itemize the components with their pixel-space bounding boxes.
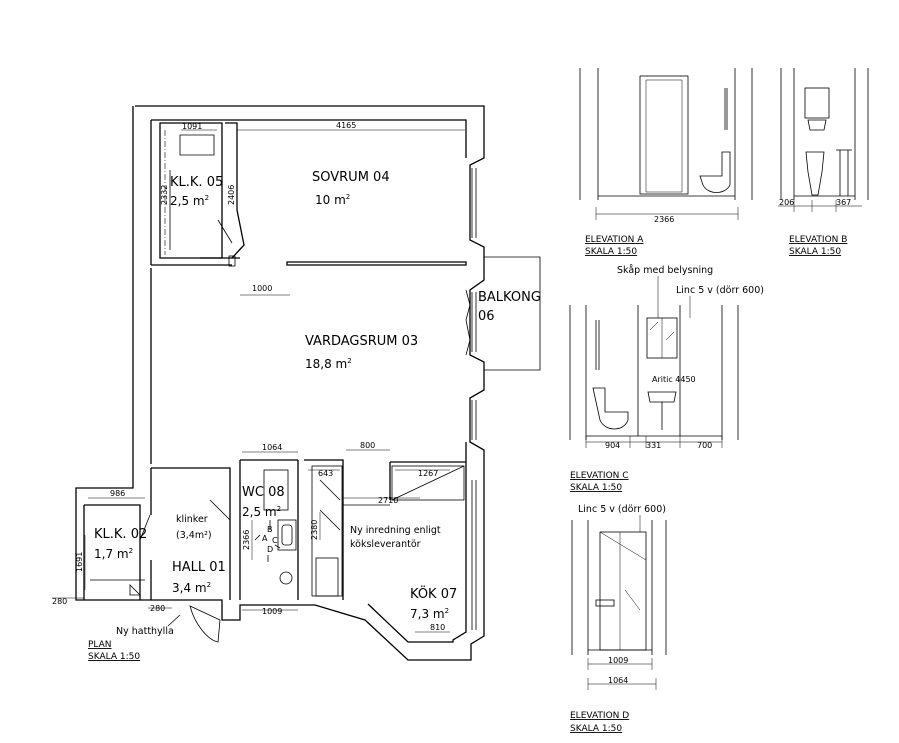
plan-caption-title: PLAN <box>88 640 112 650</box>
dim-1691: 1691 <box>75 552 84 572</box>
hall-door <box>139 499 231 541</box>
kk05-label: KL.K. 05 <box>170 175 223 190</box>
wc-marker-c: C <box>272 536 278 545</box>
dim-1009: 1009 <box>262 607 282 616</box>
dim-1091: 1091 <box>182 122 202 131</box>
elev-c-note-2: Linc 5 v (dörr 600) <box>676 285 764 296</box>
elev-c-dim-3: 700 <box>697 441 712 450</box>
elev-b-dim-right: 367 <box>836 198 851 207</box>
elev-d-note: Linc 5 v (dörr 600) <box>578 504 666 515</box>
kk02-label: KL.K. 02 <box>94 527 147 542</box>
kitchen-fridge <box>315 557 339 597</box>
dim-2332: 2332 <box>160 185 169 205</box>
dim-4165: 4165 <box>336 121 356 130</box>
kitchen-cabinets-top <box>391 465 465 501</box>
svg-text:Aritic 4450: Aritic 4450 <box>652 375 696 384</box>
elevation-c: Skåp med belysning Linc 5 v (dörr 600) A… <box>569 265 764 493</box>
wardrobe-02-detail <box>90 579 145 596</box>
elevation-a: 2366 ELEVATION A SKALA 1:50 <box>579 68 753 257</box>
wc-marker-a: A <box>262 534 268 543</box>
elev-d-dim-1: 1009 <box>608 656 628 665</box>
kok-label: KÖK 07 <box>410 585 457 602</box>
elev-c-dim-1: 904 <box>605 441 620 450</box>
elevation-b: 206 367 ELEVATION B SKALA 1:50 <box>778 68 869 257</box>
kitchen-counter <box>319 479 390 531</box>
outer-wall <box>75 105 485 661</box>
wardrobe-05-detail <box>169 134 233 250</box>
elev-b-scale: SKALA 1:50 <box>789 247 841 257</box>
elev-b-dim-left: 206 <box>779 198 794 207</box>
wc-elevation-markers <box>254 520 281 562</box>
entrance-walls <box>150 459 466 600</box>
kk02-area: 1,7 m2 <box>94 547 133 561</box>
wc-area: 2,5 m2 <box>242 505 281 519</box>
window-marks <box>471 168 477 630</box>
kok-area: 7,3 m2 <box>410 607 449 621</box>
elev-d-dim-2: 1064 <box>608 676 628 685</box>
klinker-note: klinker <box>176 514 208 525</box>
hatthylla-leader <box>167 614 181 627</box>
dim-810: 810 <box>430 623 445 632</box>
dimension-lines <box>52 129 465 633</box>
kitchen-diagonal <box>391 465 465 501</box>
klinker-area-note: (3,4m²) <box>176 530 212 541</box>
vardagsrum-area: 18,8 m2 <box>305 357 352 371</box>
dim-2406: 2406 <box>227 185 236 205</box>
wc-marker-d: D <box>267 545 273 554</box>
partition-post <box>228 255 236 267</box>
elev-d-title: ELEVATION D <box>570 711 629 721</box>
balkong-outline <box>484 256 541 371</box>
dim-1064: 1064 <box>262 443 282 452</box>
inredning-note-1: Ny inredning enligt <box>350 525 441 536</box>
sovrum-area: 10 m2 <box>315 193 350 207</box>
wc-marker-b: B <box>267 525 273 534</box>
elev-c-title: ELEVATION C <box>570 471 629 481</box>
elev-a-title: ELEVATION A <box>585 235 644 245</box>
wc-label: WC 08 <box>242 485 285 500</box>
wc-cabinet <box>263 469 289 511</box>
dim-986: 986 <box>110 489 125 498</box>
vardagsrum-label: VARDAGSRUM 03 <box>305 334 418 349</box>
dim-1267: 1267 <box>418 469 438 478</box>
dim-1000: 1000 <box>252 284 272 293</box>
plan-view: SOVRUM 04 10 m2 KL.K. 05 2,5 m2 VARDAGSR… <box>52 105 541 662</box>
dim-280-hall: 280 <box>150 604 165 613</box>
balcony-door <box>465 289 471 356</box>
sovrum-label: SOVRUM 04 <box>312 170 390 185</box>
bedroom-partition <box>151 257 467 266</box>
inredning-note-2: köksleverantör <box>350 539 421 550</box>
hall-area: 3,4 m2 <box>172 581 211 595</box>
elevation-d: Linc 5 v (dörr 600) 1009 1064 ELEVATION … <box>570 504 667 734</box>
elev-a-dim: 2366 <box>654 215 674 224</box>
dim-2710: 2710 <box>378 496 398 505</box>
dim-2366: 2366 <box>242 530 251 550</box>
inner-outer-wall <box>150 119 467 643</box>
wc-sink <box>277 519 297 551</box>
dim-643: 643 <box>318 469 333 478</box>
wc-drain <box>279 571 293 585</box>
elev-a-scale: SKALA 1:50 <box>585 247 637 257</box>
wc-sink-bowl <box>281 524 293 546</box>
wardrobe-02-wall <box>83 504 141 600</box>
hatthylla-note: Ny hatthylla <box>116 626 174 637</box>
elev-b-title: ELEVATION B <box>789 235 847 245</box>
hall-label: HALL 01 <box>172 560 226 575</box>
elev-c-note-1: Skåp med belysning <box>617 265 713 276</box>
dim-800: 800 <box>360 441 375 450</box>
balkong-number: 06 <box>478 309 495 324</box>
plan-caption-scale: SKALA 1:50 <box>88 652 140 662</box>
entrance-door <box>189 605 221 643</box>
elev-c-dim-2: 331 <box>646 441 661 450</box>
elev-d-scale: SKALA 1:50 <box>570 724 622 734</box>
elev-c-scale: SKALA 1:50 <box>570 483 622 493</box>
dim-2380: 2380 <box>310 520 319 540</box>
kk05-area: 2,5 m2 <box>170 194 209 208</box>
dim-280-left: 280 <box>52 597 67 606</box>
balkong-label: BALKONG <box>478 290 541 305</box>
